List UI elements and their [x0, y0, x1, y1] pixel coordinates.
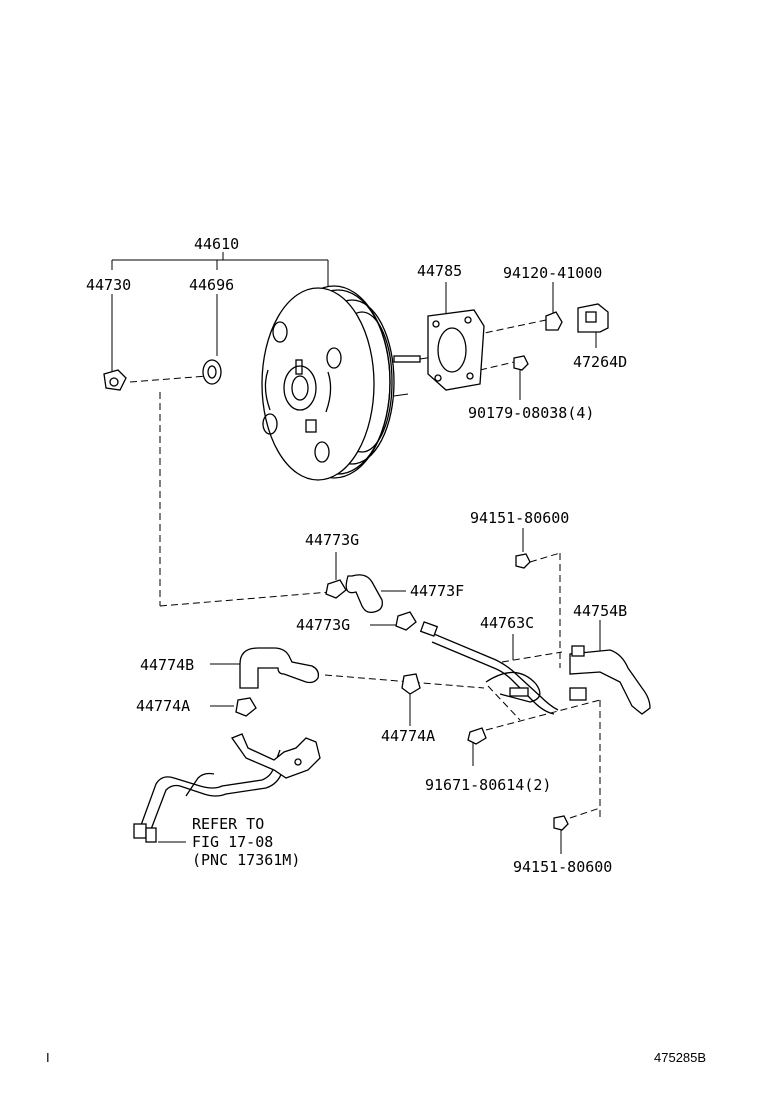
bracket-44754b [467, 553, 651, 831]
label-44610: 44610 [194, 235, 239, 253]
hose-assembly-44763c [419, 621, 559, 715]
refer-line-3: (PNC 17361M) [192, 851, 300, 869]
label-91671-80614: 91671-80614(2) [425, 776, 551, 794]
brake-booster [261, 285, 441, 481]
label-47264d: 47264D [573, 353, 627, 371]
refer-line-1: REFER TO [192, 815, 264, 833]
label-44696: 44696 [189, 276, 234, 294]
part-labels: 44610 44730 44696 44785 94120-41000 4726… [86, 235, 627, 876]
label-44773g-lower: 44773G [296, 616, 350, 634]
label-44774a-right: 44774A [381, 727, 435, 745]
refer-line-2: FIG 17-08 [192, 833, 273, 851]
hardware-top [103, 303, 609, 391]
label-94151-80600-bottom: 94151-80600 [513, 858, 612, 876]
label-44763c: 44763C [480, 614, 534, 632]
label-94120-41000: 94120-41000 [503, 264, 602, 282]
dashed-lines [129, 319, 601, 819]
label-44754b: 44754B [573, 602, 627, 620]
corner-mark-left: I [46, 1050, 50, 1065]
label-44785: 44785 [417, 262, 462, 280]
gasket-44785 [427, 309, 485, 391]
illustration-number: 475285B [654, 1050, 706, 1065]
reference-pipe-assembly [133, 733, 321, 843]
vacuum-hoses [235, 574, 421, 717]
label-94151-80600-top: 94151-80600 [470, 509, 569, 527]
label-44774a-left: 44774A [136, 697, 190, 715]
label-44730: 44730 [86, 276, 131, 294]
label-44773g-upper: 44773G [305, 531, 359, 549]
leader-lines [111, 252, 601, 854]
label-90179-08038: 90179-08038(4) [468, 404, 594, 422]
label-44773f: 44773F [410, 582, 464, 600]
label-44774b: 44774B [140, 656, 194, 674]
